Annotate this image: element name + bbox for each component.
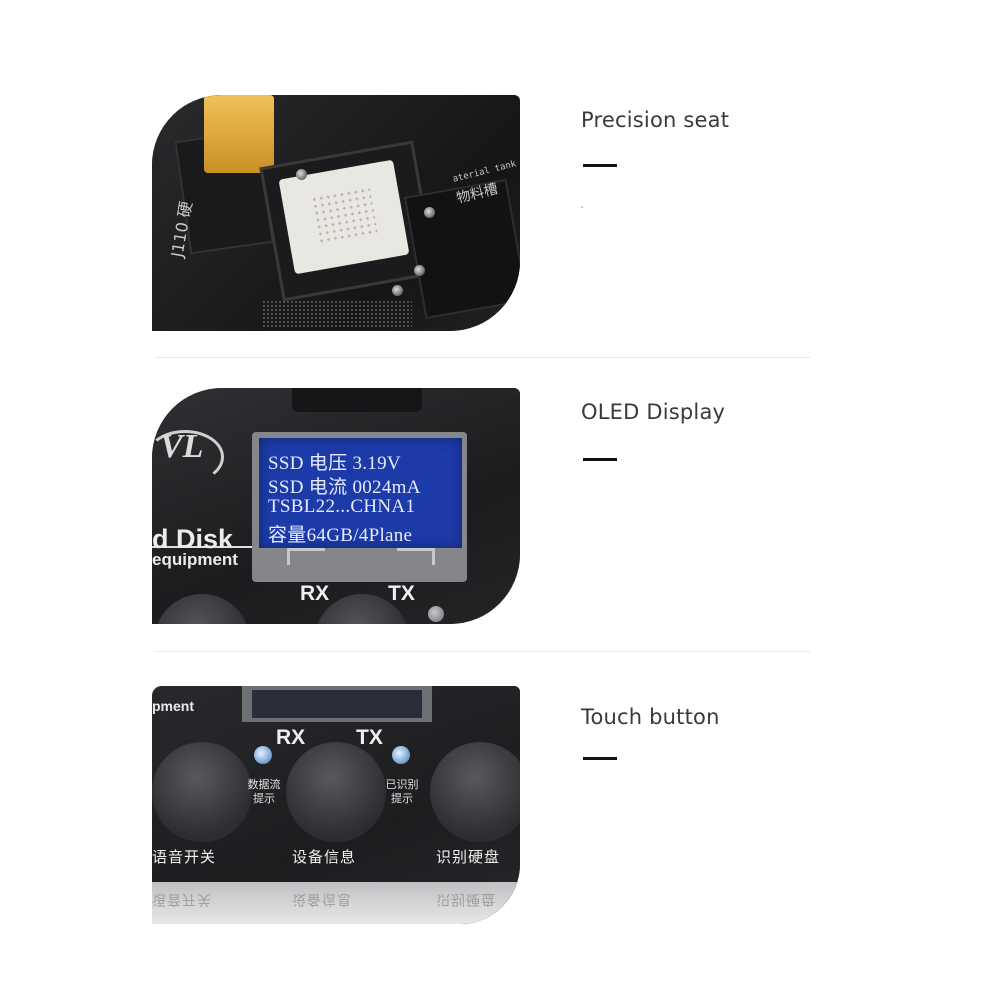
btn-caption-mid: 设备信息 [292,848,357,866]
oled-line-1: SSD 电压 3.19V [268,453,401,474]
reflection-left: 语音开关 [152,891,212,907]
btn-caption-left: 语音开关 [152,848,217,866]
brand: pment [152,698,194,714]
divider [155,357,810,358]
led-indicator-icon [392,746,410,764]
oled-screen [259,438,462,548]
led-indicator-icon [428,606,444,622]
top-notch [292,388,422,412]
touch-button-photo: pment RX TX 数据流 提示 已识别 提示 语音开关 设备信息 识别硬盘… [152,686,520,924]
logo-swoosh-icon [152,430,224,484]
screw-icon [414,265,425,276]
oled-line-2: SSD 电流 0024mA [268,477,421,498]
oled-display-photo: VL d Disk equipment SSD 电压 3.19V SSD 电流 … [152,388,520,624]
rx-label: RX [276,726,306,749]
oled-line-4: 容量64GB/4Plane [268,525,413,546]
feature-label: OLED Display [581,400,726,424]
led-indicator-icon [254,746,272,764]
gold-clamp-handle [204,95,274,173]
chip-ball-grid [310,186,378,244]
brand-line2: equipment [152,550,238,569]
screw-icon [392,285,403,296]
touch-button-voice [152,742,252,842]
led-right-caption: 已识别 提示 [385,778,419,805]
led-left-caption: 数据流 提示 [247,778,281,805]
precision-seat-photo: aterial tank 物料槽 J110 硬 [152,95,520,331]
feature-dash [583,757,617,760]
oled-foot-tabs [287,548,325,565]
tx-label: TX [388,582,415,605]
ventilation-grid [262,300,412,328]
screw-icon [296,169,307,180]
oled-screen [252,690,422,718]
brand-line1: d Disk [152,524,234,554]
feature-label: Touch button [581,705,720,729]
divider [155,651,810,652]
feature-dash [583,164,617,167]
screw-icon [424,207,435,218]
rx-label: RX [300,582,330,605]
speck [581,206,583,208]
btn-caption-right: 识别硬盘 [436,848,501,866]
touch-button-identify-disk [430,742,520,842]
reflection-mid: 设备信息 [292,891,352,907]
touch-button-device-info [286,742,386,842]
logo: VL [160,428,204,465]
feature-label: Precision seat [581,108,730,132]
feature-dash [583,458,617,461]
brand-underline [152,546,252,548]
oled-line-3: TSBL22...CHNA1 [268,496,416,517]
reflective-base [152,882,520,924]
reflection-right: 识别硬盘 [436,891,496,907]
oled-foot-tabs [397,548,435,565]
tx-label: TX [356,726,383,749]
